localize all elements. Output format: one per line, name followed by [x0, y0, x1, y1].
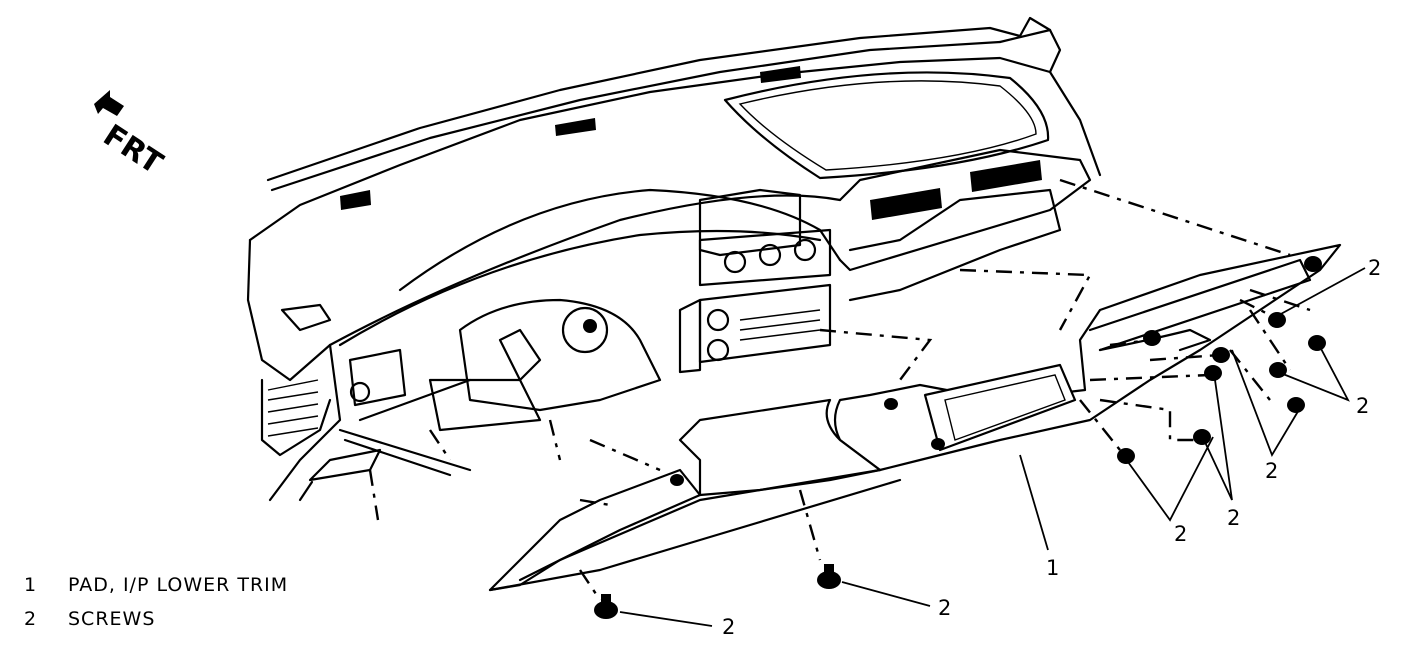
screw	[1268, 312, 1286, 328]
steering-column-area	[338, 298, 662, 477]
legend-number: 1	[24, 574, 38, 596]
front-direction-arrow-icon	[94, 90, 124, 116]
screw	[1193, 429, 1211, 445]
callout-2-screw: 2	[1265, 459, 1279, 483]
screw	[1308, 335, 1326, 351]
screw	[1304, 256, 1322, 272]
callout-2-screw: 2	[1227, 506, 1241, 530]
legend-text: SCREWS	[68, 608, 156, 630]
callout-2-screw: 2	[1174, 522, 1188, 546]
screw	[817, 564, 841, 589]
screw	[670, 474, 684, 486]
alignment-lines	[368, 178, 1311, 601]
callout-1-pad: 1	[1046, 556, 1060, 580]
callout-2-screw: 2	[1356, 394, 1370, 418]
screw	[1269, 362, 1287, 378]
screw	[1204, 365, 1222, 381]
callout-2-screw: 2	[722, 615, 736, 639]
screw	[884, 398, 898, 410]
screw	[931, 438, 945, 450]
legend-item: 2 SCREWS	[24, 608, 155, 630]
screw	[594, 594, 618, 619]
callout-2-screw: 2	[1368, 256, 1382, 280]
lower-trim-pad	[488, 243, 1342, 592]
screw	[1143, 330, 1161, 346]
instrument-panel-upper	[246, 16, 1102, 502]
legend-number: 2	[24, 608, 38, 630]
screws	[594, 256, 1326, 619]
callout-2-screw: 2	[938, 596, 952, 620]
screw	[1287, 397, 1305, 413]
lower-left-assembly	[260, 378, 382, 502]
legend-item: 1 PAD, I/P LOWER TRIM	[24, 574, 288, 596]
screw	[1117, 448, 1135, 464]
leader-lines	[619, 267, 1366, 627]
screw	[1212, 347, 1230, 363]
legend-text: PAD, I/P LOWER TRIM	[68, 574, 289, 596]
